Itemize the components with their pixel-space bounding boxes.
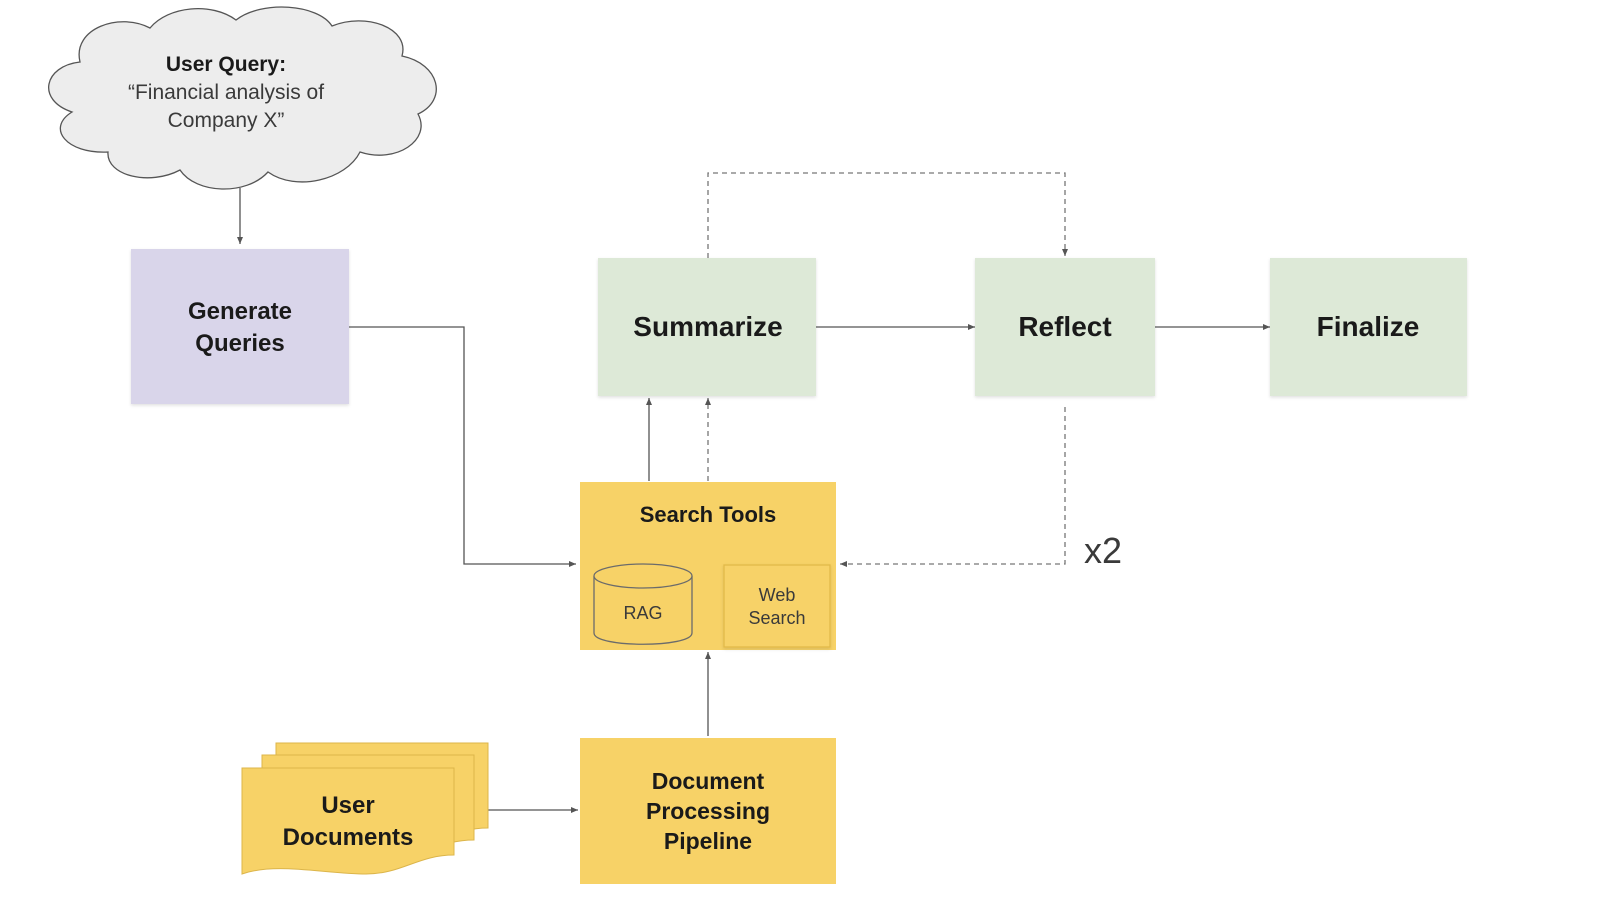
rag-label: RAG bbox=[623, 603, 662, 623]
loop-count-label: x2 bbox=[1084, 530, 1122, 571]
user-documents-line2: Documents bbox=[283, 824, 414, 851]
cloud-line1: “Financial analysis of bbox=[128, 81, 324, 104]
search-tools-title: Search Tools bbox=[640, 502, 777, 527]
rag-cylinder-top bbox=[593, 563, 693, 589]
summarize-label: Summarize bbox=[633, 311, 782, 342]
web-search-line1: Web bbox=[759, 585, 796, 605]
web-search-tool: Web Search bbox=[723, 564, 831, 648]
generate-queries-line2: Queries bbox=[195, 330, 284, 357]
summarize-box bbox=[598, 258, 816, 396]
cloud-line2: Company X” bbox=[168, 109, 285, 132]
pipeline-line1: Document bbox=[652, 768, 765, 794]
user-query-cloud: User Query: “Financial analysis of Compa… bbox=[48, 6, 437, 190]
web-search-box bbox=[723, 564, 831, 648]
cloud-shape bbox=[48, 6, 437, 190]
pipeline-line3: Pipeline bbox=[664, 828, 752, 854]
rag-cylinder-body bbox=[593, 576, 693, 645]
user-documents-node: User Documents bbox=[241, 742, 489, 875]
user-documents-line1: User bbox=[321, 792, 374, 819]
generate-queries-line1: Generate bbox=[188, 298, 292, 325]
edge-summarize-loop-to-reflect bbox=[707, 172, 1068, 258]
edge-reflect-loop-to-search bbox=[840, 407, 1066, 567]
rag-database: RAG bbox=[593, 563, 693, 645]
finalize-box bbox=[1270, 258, 1467, 396]
search-tools-node: Search Tools RAG Web Search bbox=[580, 482, 836, 650]
reflect-label: Reflect bbox=[1018, 311, 1111, 342]
generate-queries-node: Generate Queries bbox=[131, 249, 349, 404]
reflect-box bbox=[975, 258, 1155, 396]
cloud-title: User Query: bbox=[166, 53, 286, 76]
generate-queries-box bbox=[131, 249, 349, 404]
summarize-node: Summarize bbox=[598, 258, 816, 396]
finalize-node: Finalize bbox=[1270, 258, 1467, 396]
edge-generate-to-search bbox=[349, 326, 576, 567]
document-pipeline-node: Document Processing Pipeline bbox=[580, 738, 836, 884]
finalize-label: Finalize bbox=[1317, 311, 1420, 342]
web-search-line2: Search bbox=[748, 608, 805, 628]
document-pipeline-box bbox=[580, 738, 836, 884]
pipeline-line2: Processing bbox=[646, 798, 770, 824]
document-sheet-front bbox=[241, 767, 455, 875]
reflect-node: Reflect bbox=[975, 258, 1155, 396]
